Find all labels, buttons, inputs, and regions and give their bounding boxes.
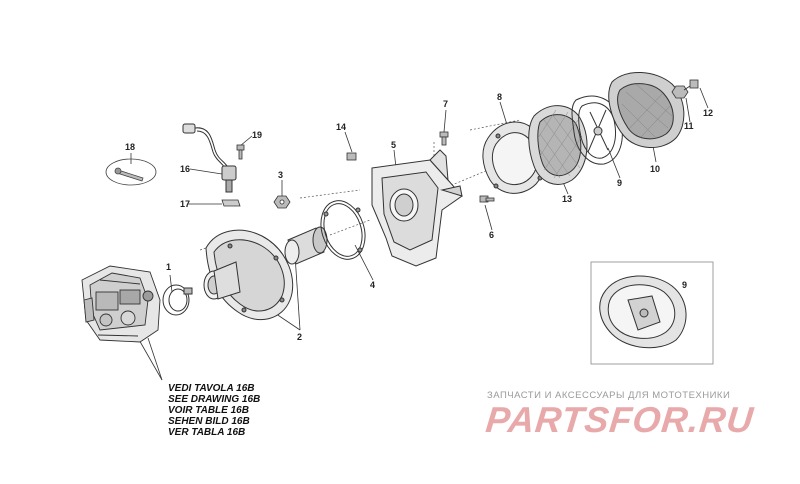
callout-3: 3: [278, 170, 283, 180]
part-11-nut: [671, 85, 689, 99]
part-14-clip: [346, 152, 357, 161]
callout-4: 4: [370, 280, 375, 290]
callout-13: 13: [562, 194, 572, 204]
callout-17: 17: [180, 199, 190, 209]
part-16-sensor-cable: [182, 123, 237, 193]
reference-line-es: VER TABLA 16B: [168, 427, 246, 438]
part-2-intake-housing: [203, 229, 294, 321]
reference-line-de: SEHEN BILD 16B: [168, 416, 250, 427]
watermark-tagline: ЗАПЧАСТИ И АКСЕССУАРЫ ДЛЯ МОТОТЕХНИКИ: [487, 390, 731, 401]
part-1-hose-clamp: [162, 284, 193, 316]
part-2-duct: [284, 226, 328, 265]
callout-6: 6: [489, 230, 494, 240]
callout-14: 14: [336, 122, 346, 132]
inset-part-9-box: [590, 261, 714, 365]
callout-labels: 1 2 3 4 5 6 7 8 9 10 11 12 13 14 16 17 1…: [125, 92, 713, 342]
callout-9-inset: 9: [682, 280, 687, 290]
callout-2: 2: [297, 332, 302, 342]
part-7-screw: [439, 131, 449, 146]
reference-line-fr: VOIR TABLE 16B: [168, 405, 249, 416]
callout-19: 19: [252, 130, 262, 140]
part-17-clip: [221, 199, 241, 207]
part-13-filter-mesh: [528, 105, 588, 185]
reference-line-en: SEE DRAWING 16B: [168, 394, 261, 405]
callout-7: 7: [443, 99, 448, 109]
callout-10: 10: [650, 164, 660, 174]
callout-9: 9: [617, 178, 622, 188]
part-12-bolt: [683, 79, 699, 91]
part-9-filter-frame: [571, 95, 623, 165]
part-3-nut: [273, 195, 291, 209]
part-6-screw: [479, 195, 495, 203]
callout-18: 18: [125, 142, 135, 152]
part-18-screw: [105, 158, 157, 186]
part-5-airbox: [371, 149, 463, 267]
callout-1: 1: [166, 262, 171, 272]
callout-8: 8: [497, 92, 502, 102]
callout-16: 16: [180, 164, 190, 174]
part-19-bolt: [236, 144, 245, 160]
callout-12: 12: [703, 108, 713, 118]
watermark-logo: PARTSFOR.RU: [483, 399, 756, 440]
part-10-filter-cover: [608, 71, 685, 149]
callout-11: 11: [684, 121, 694, 131]
callout-5: 5: [391, 140, 396, 150]
reference-line-it: VEDI TAVOLA 16B: [168, 383, 255, 394]
carburetor-assembly: [81, 265, 161, 343]
part-4-seal-ring: [320, 200, 366, 260]
reference-note: VEDI TAVOLA 16B SEE DRAWING 16B VOIR TAB…: [168, 383, 260, 438]
